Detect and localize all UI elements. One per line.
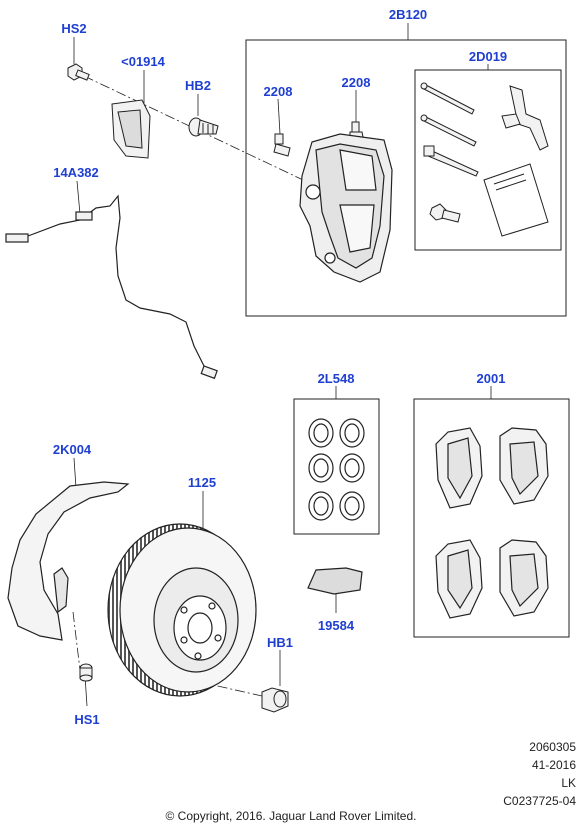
caliper [299, 133, 393, 283]
reference-date: 41-2016 [531, 758, 576, 772]
brake-pads [435, 427, 549, 619]
callout-2b120: 2B120 [388, 7, 428, 22]
bleed-nipple-left [273, 133, 291, 157]
callout-hs1: HS1 [74, 712, 100, 727]
hb2-bolt [188, 117, 219, 137]
callout-1125: 1125 [187, 475, 217, 490]
piston-seals [308, 418, 365, 521]
callout-hs2: HS2 [61, 21, 87, 36]
instruction-sheet [483, 163, 549, 237]
callout-2k004: 2K004 [52, 442, 92, 457]
callout-19584: 19584 [317, 618, 355, 633]
callout-hb2: HB2 [184, 78, 212, 93]
bracket-01914 [111, 99, 151, 159]
anti-rattle-shim [307, 567, 363, 595]
brake-disc [107, 523, 257, 697]
reference-code: LK [561, 776, 576, 790]
illustration-id: C0237725-04 [503, 794, 576, 808]
kit-bolt [429, 203, 461, 223]
pad-set-box [413, 398, 570, 638]
hb1-bolt [261, 687, 289, 713]
callout-hb1: HB1 [266, 635, 294, 650]
callout-2208-left: 2208 [263, 84, 293, 99]
hs2-bolt [67, 63, 90, 81]
kit-spring-clip [501, 85, 549, 151]
callout-2001: 2001 [476, 371, 506, 386]
leader-lines [73, 23, 492, 707]
copyright-notice: © Copyright, 2016. Jaguar Land Rover Lim… [165, 809, 417, 823]
wear-sensor [5, 194, 218, 380]
reference-number: 2060305 [529, 740, 576, 754]
callout-01914: <01914 [121, 54, 165, 69]
callout-2l548: 2L548 [317, 371, 355, 386]
guide-pins [420, 82, 479, 177]
seal-kit-box [293, 398, 380, 535]
callout-2d019: 2D019 [468, 49, 508, 64]
caliper-group-box [245, 39, 567, 317]
callout-14a382: 14A382 [53, 165, 99, 180]
callout-2208-right: 2208 [341, 75, 371, 90]
hs1-bolt [79, 663, 93, 682]
dust-shield [7, 481, 130, 641]
